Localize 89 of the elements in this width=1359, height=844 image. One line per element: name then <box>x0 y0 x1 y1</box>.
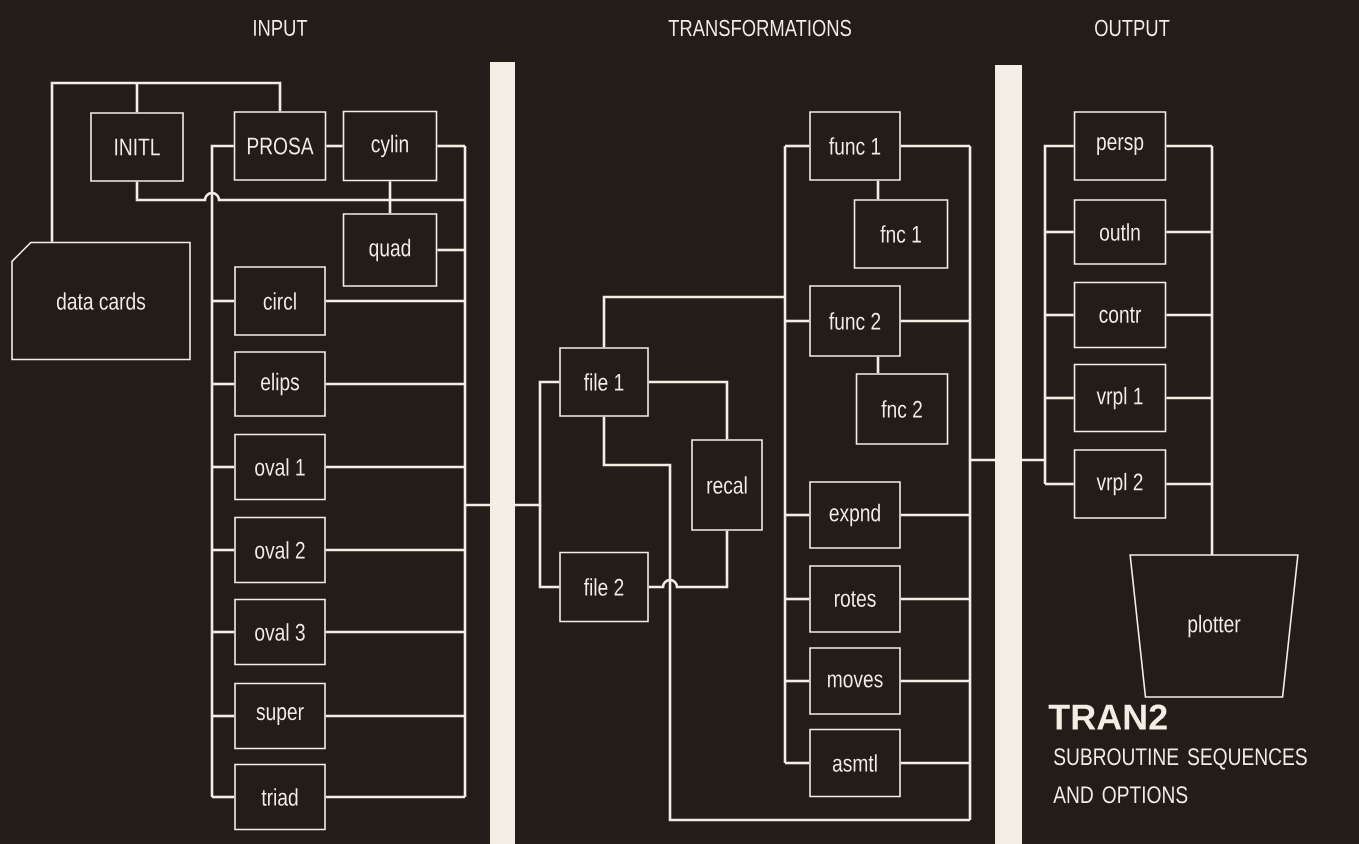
process-box: fnc 2 <box>855 373 949 445</box>
process-box: super <box>234 682 326 750</box>
connector <box>212 299 235 303</box>
column-heading: INPUT <box>254 20 308 36</box>
process-box: moves <box>809 647 901 715</box>
connector <box>968 144 1075 822</box>
process-box: expnd <box>809 481 901 549</box>
connector <box>325 382 465 386</box>
connector <box>212 714 235 718</box>
connector <box>900 761 970 765</box>
connector <box>326 144 343 148</box>
connector <box>210 144 234 797</box>
connector <box>900 513 970 517</box>
connector <box>212 465 235 469</box>
process-box: INITL <box>90 112 184 182</box>
connector <box>135 181 390 202</box>
process-box: vrpl 2 <box>1073 449 1167 519</box>
connector <box>325 465 465 469</box>
connector <box>876 180 880 200</box>
connector <box>325 714 465 718</box>
connector <box>602 416 970 822</box>
process-box: triad <box>234 763 326 831</box>
connector <box>1166 230 1212 234</box>
connector <box>785 144 810 148</box>
connector <box>1045 396 1074 400</box>
connector <box>390 198 465 202</box>
connector <box>1045 482 1074 486</box>
title: TRAN2 <box>1048 704 1167 730</box>
process-box: oval 2 <box>234 516 326 584</box>
connector <box>325 548 465 552</box>
process-box: file 2 <box>559 551 649 623</box>
connector <box>1166 313 1212 317</box>
connector <box>1166 482 1212 486</box>
connector <box>135 83 139 113</box>
connector <box>900 679 970 683</box>
process-box: outln <box>1073 199 1167 265</box>
connector <box>137 81 282 112</box>
process-box: vrpl 1 <box>1073 363 1167 433</box>
connector <box>1166 396 1212 400</box>
process-box: recal <box>691 439 763 531</box>
connector <box>388 200 392 214</box>
connector <box>602 144 787 765</box>
column-heading: TRANSFORMATIONS <box>668 19 851 37</box>
connector <box>785 319 810 323</box>
process-box: file 1 <box>559 347 649 417</box>
connector <box>212 548 235 552</box>
connector <box>212 795 235 799</box>
process-box: rotes <box>809 565 901 633</box>
process-box: PROSA <box>233 111 327 181</box>
process-box: quad <box>342 213 438 287</box>
connector <box>50 81 137 242</box>
connector <box>463 144 561 799</box>
connector <box>325 299 465 303</box>
connector <box>648 380 729 440</box>
connector <box>785 597 810 601</box>
connector <box>785 679 810 683</box>
connector <box>388 181 392 200</box>
connector <box>1045 313 1074 317</box>
connector <box>325 795 465 799</box>
process-box: func 1 <box>809 111 901 181</box>
connector <box>325 630 465 634</box>
caption: SUBROUTINE SEQUENCES AND OPTIONS <box>1053 748 1307 804</box>
process-box: elips <box>234 351 326 417</box>
connector <box>785 761 810 765</box>
process-box: persp <box>1073 111 1167 181</box>
process-box: circl <box>234 266 326 336</box>
plotter-trapezoid: plotter <box>1129 554 1299 698</box>
connector <box>212 382 235 386</box>
process-box: func 2 <box>809 285 901 357</box>
connector <box>900 319 970 323</box>
process-box: asmtl <box>809 728 901 798</box>
process-box: fnc 1 <box>853 199 949 269</box>
process-box: oval 3 <box>234 598 326 666</box>
connector <box>900 144 970 148</box>
process-box: oval 1 <box>234 433 326 501</box>
connector <box>1210 146 1214 557</box>
connector <box>1045 230 1074 234</box>
connector <box>648 530 729 589</box>
connector <box>900 597 970 601</box>
process-box: cylin <box>342 110 438 182</box>
connector <box>212 630 235 634</box>
connector <box>437 248 465 252</box>
process-box: contr <box>1073 281 1167 349</box>
connector <box>437 144 465 148</box>
connector <box>1166 144 1212 148</box>
connector <box>785 513 810 517</box>
connector <box>876 356 880 374</box>
column-heading: OUTPUT <box>1095 19 1170 37</box>
connector <box>538 505 560 589</box>
